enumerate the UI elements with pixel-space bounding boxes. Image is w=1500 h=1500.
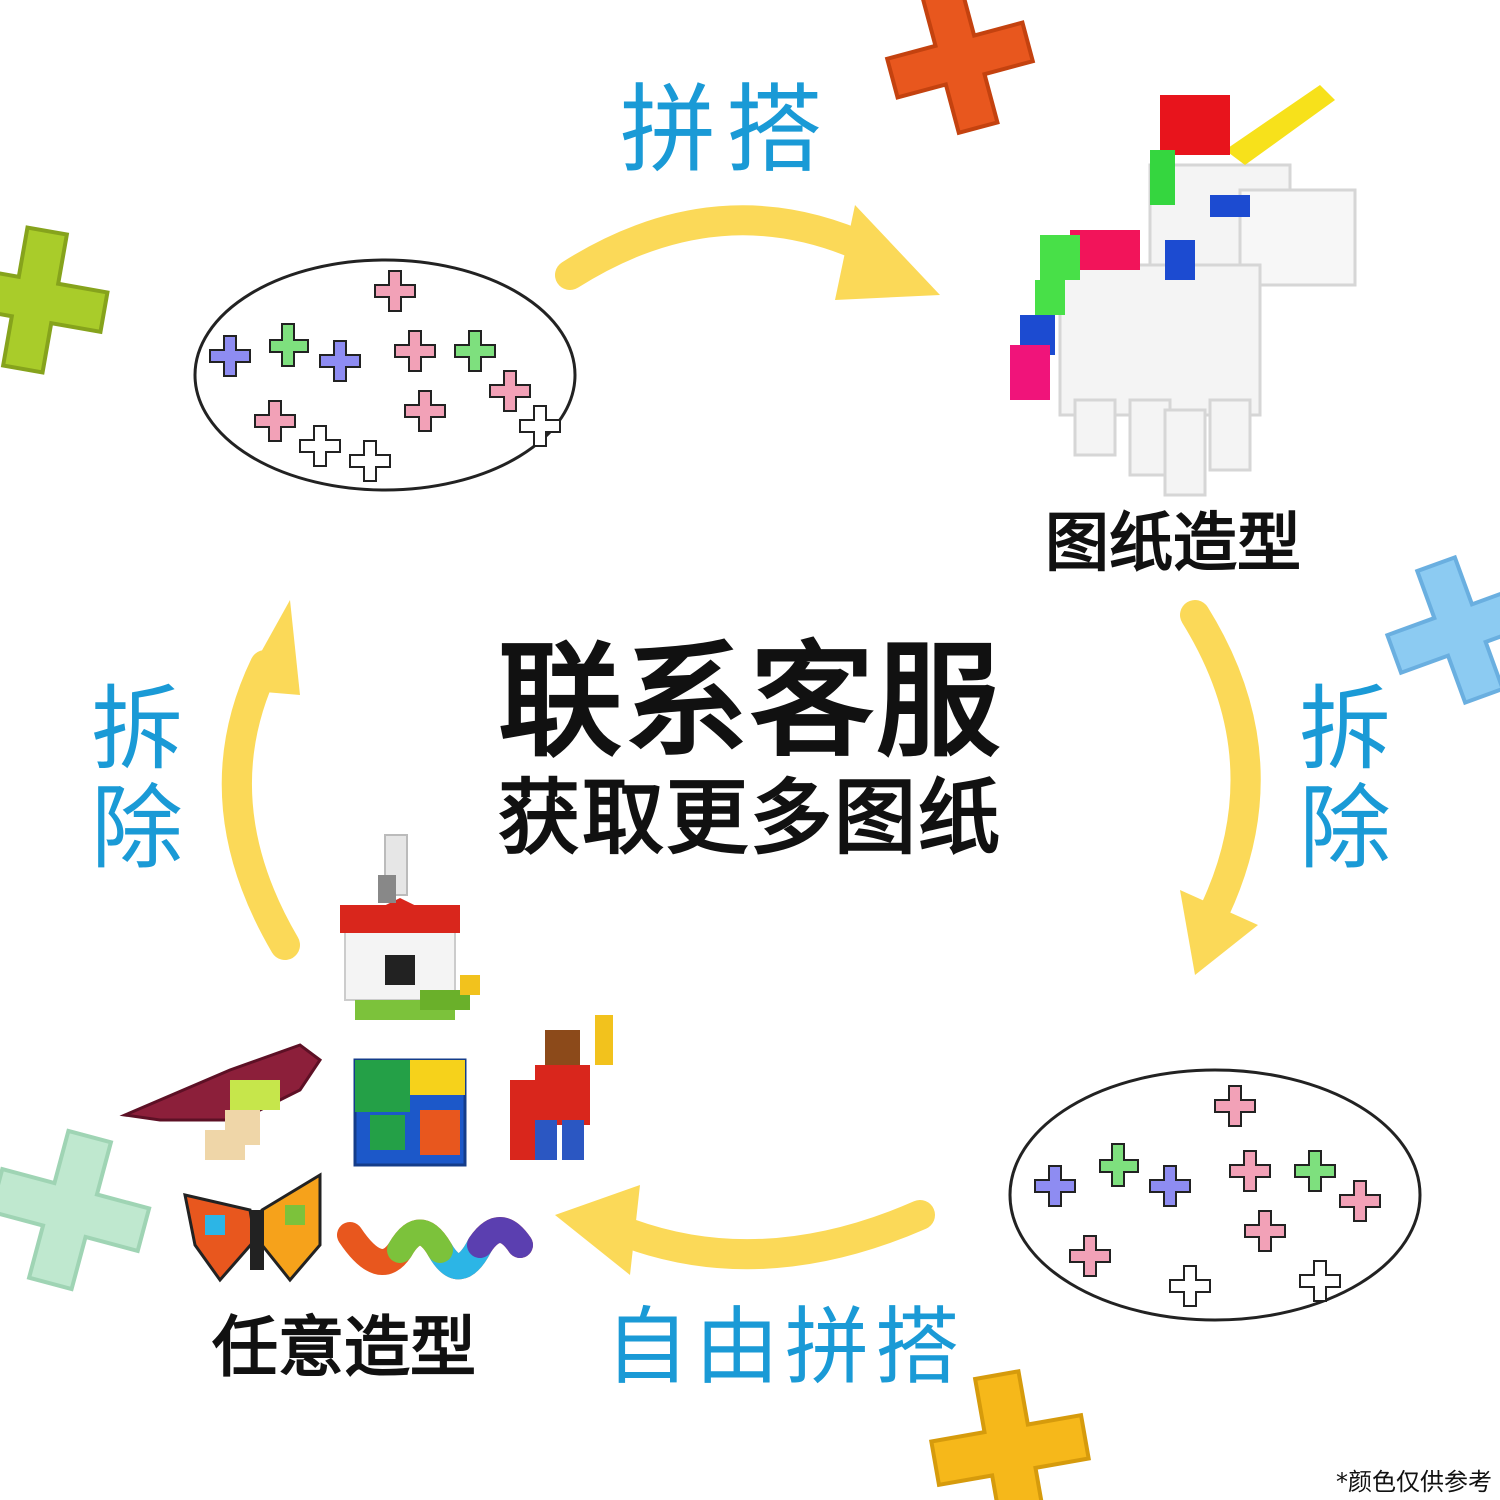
lightblue-plus-piece [1384,554,1500,706]
step-free-build-label: 自由拼搭 [605,1298,966,1396]
piece-pile-top-left [193,258,577,492]
color-disclaimer-note: *颜色仅供参考 [1336,1468,1492,1496]
piece-pile-bottom-right [1008,1068,1422,1322]
center-subtitle: 获取更多图纸 [497,771,1002,866]
step-disassemble-right-char-2: 除 [1298,775,1391,883]
yellow-plus-piece [929,1369,1091,1500]
lime-plus-piece [0,225,110,375]
step-disassemble-left-char-2: 除 [90,775,183,883]
mint-plus-piece [0,1128,152,1292]
arrow-left [221,600,300,960]
caption-blueprint-model: 图纸造型 [1045,507,1301,581]
arrow-right [1180,600,1261,975]
rainbow-snake-model [337,1217,533,1280]
dinosaur-model [119,1043,323,1160]
arrow-top [555,205,940,300]
butterfly-model [183,1172,322,1283]
step-disassemble-left-char-1: 拆 [90,676,183,783]
house-model [340,834,480,1020]
step-build-label: 拼搭 [620,74,832,186]
caption-any-model: 任意造型 [212,1309,476,1386]
unicorn-model [1010,85,1357,497]
superhero-model [510,1015,613,1160]
orange-plus-piece [884,0,1036,136]
step-disassemble-right: 拆 除 [1290,680,1400,879]
cube-model [353,1058,467,1167]
step-disassemble-right-char-1: 拆 [1298,676,1391,783]
step-disassemble-left: 拆 除 [82,680,192,879]
arrow-bottom [555,1185,935,1275]
center-title: 联系客服 [497,630,1002,774]
